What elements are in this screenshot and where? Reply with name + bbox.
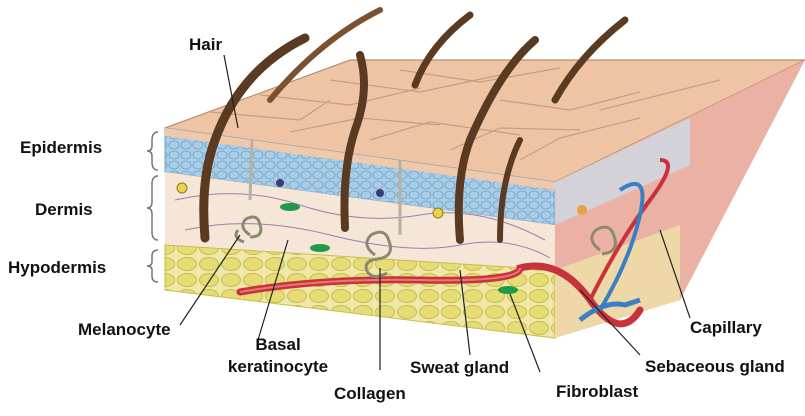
label-collagen: Collagen <box>334 384 406 404</box>
label-sebaceous-gland: Sebaceous gland <box>645 357 785 377</box>
label-capillary: Capillary <box>690 318 762 338</box>
label-dermis: Dermis <box>35 200 93 220</box>
label-basal-line1: Basal <box>218 334 338 356</box>
label-fibroblast: Fibroblast <box>556 382 638 402</box>
label-basal-line2: keratinocyte <box>218 356 338 378</box>
label-basal-keratinocyte: Basal keratinocyte <box>218 334 338 378</box>
label-melanocyte: Melanocyte <box>78 320 171 340</box>
label-sweat-gland: Sweat gland <box>410 358 509 378</box>
label-epidermis: Epidermis <box>20 138 102 158</box>
layer-brackets <box>147 132 158 282</box>
label-hair: Hair <box>189 35 222 55</box>
label-hypodermis: Hypodermis <box>8 258 106 278</box>
